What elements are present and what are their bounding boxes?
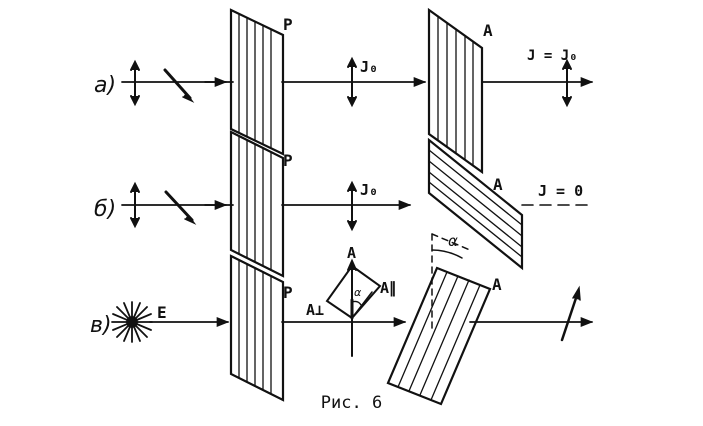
analyzer-b: [427, 137, 524, 271]
oblique-vector-a: [163, 68, 195, 103]
row-v: [111, 233, 594, 406]
light-source-icon: [111, 301, 153, 343]
vector-par-label: A∥: [380, 279, 397, 297]
vector-decomposition: [325, 258, 382, 357]
analyzer-label-v: A: [492, 275, 502, 294]
output-vector-v: [560, 285, 581, 342]
vector-perp-label: A⊥: [306, 301, 324, 319]
angle-arc-small: [351, 300, 362, 306]
natural-light-symbol-b: [130, 181, 140, 229]
row-label-v: в): [90, 313, 112, 338]
polarizer-b: [229, 130, 285, 278]
output-label-b: J = 0: [538, 182, 583, 200]
oblique-vector-b: [164, 190, 197, 225]
row-b: [121, 130, 593, 278]
analyzer-a: [427, 7, 484, 175]
intensity-label-b: J₀: [360, 181, 378, 199]
row-label-b: б): [94, 197, 116, 222]
analyzer-label-b: A: [493, 175, 503, 194]
polarizer-label-a: P: [283, 15, 293, 34]
intensity-label-a: J₀: [360, 58, 378, 76]
natural-light-symbol-a: [130, 59, 140, 107]
row-a: [121, 7, 594, 175]
vector-a-label: A: [347, 244, 356, 262]
output-label-a: J = J₀: [527, 48, 578, 64]
angle-label: α: [448, 232, 458, 250]
polarizer-v: [229, 254, 285, 402]
intensity-marker-a: [347, 56, 357, 108]
angle-reference: [431, 233, 471, 331]
source-label: E: [157, 303, 167, 322]
angle-label-small: α: [354, 286, 362, 299]
output-marker-a: [562, 58, 572, 108]
polarizer-label-v: P: [283, 283, 293, 302]
analyzer-label-a: A: [483, 21, 493, 40]
figure-caption: Рис. 6: [320, 393, 383, 413]
polarizer-label-b: P: [283, 151, 293, 170]
analyzer-v: [386, 266, 492, 406]
row-label-a: а): [94, 73, 116, 98]
angle-arc: [431, 249, 463, 259]
intensity-marker-b: [347, 180, 357, 232]
polarizer-a: [229, 8, 285, 156]
